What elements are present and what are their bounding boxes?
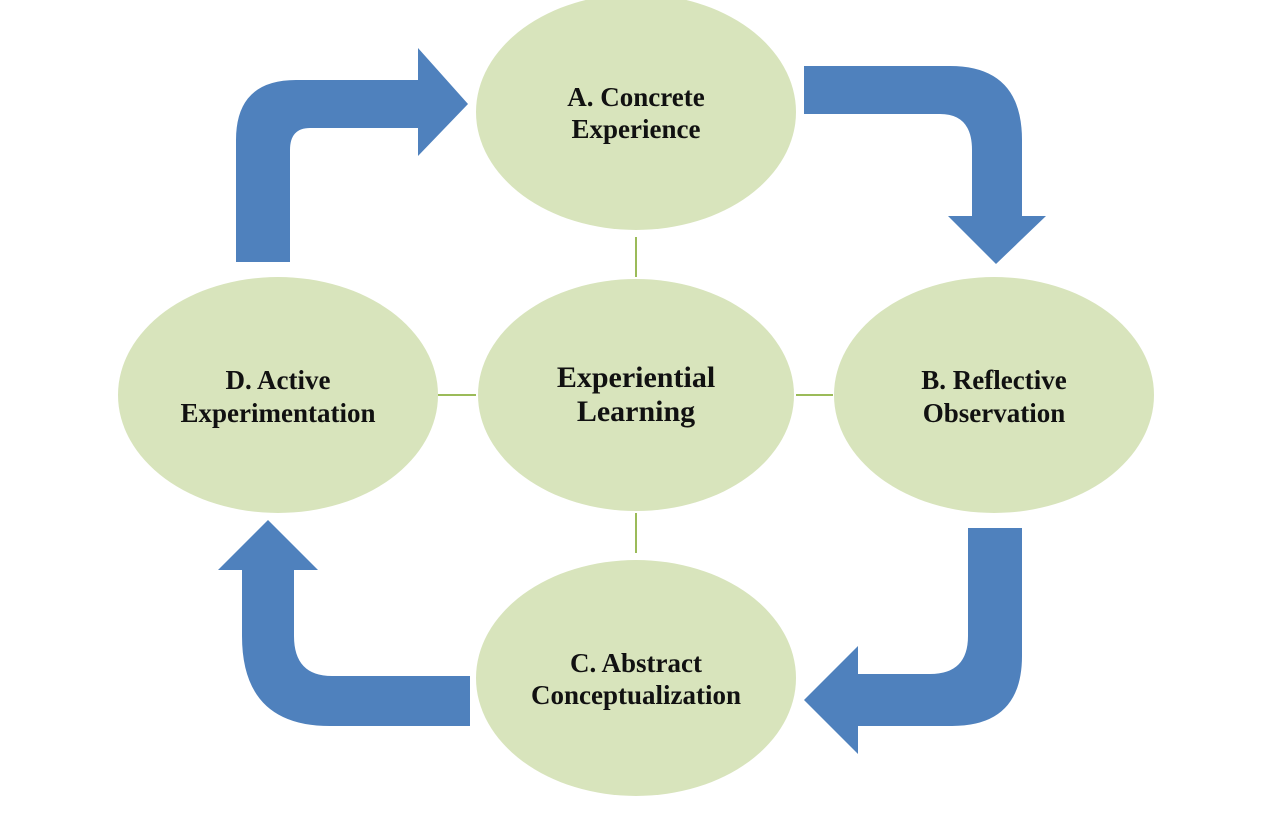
node-label-line: Conceptualization [531,680,741,710]
svg-text:Learning: Learning [577,395,695,428]
arrow-abstract-to-active [218,520,470,726]
node-abstract-conceptualization: C. Abstract Conceptualization [476,560,796,796]
svg-text:C. Abstract: C. Abstract [570,648,702,678]
node-label-line: C. Abstract [570,648,702,678]
arrow-reflective-to-abstract [804,528,1022,754]
arrow-concrete-to-reflective [804,66,1046,264]
svg-text:B. Reflective: B. Reflective [921,365,1066,395]
node-label-line: Observation [923,398,1066,428]
node-label-line: A. Concrete [567,82,704,112]
stage-nodes: A. Concrete Experience B. Reflective Obs… [118,0,1154,796]
center-label-line: Learning [577,395,695,428]
node-reflective-observation: B. Reflective Observation [834,277,1154,513]
arrow-active-to-concrete [236,48,468,262]
node-label-line: Experience [572,114,701,144]
svg-text:D. Active: D. Active [226,365,331,395]
svg-text:Experiential: Experiential [557,361,715,394]
node-concrete-experience: A. Concrete Experience [476,0,796,230]
node-label-line: D. Active [226,365,331,395]
node-experiential-learning-center: Experiential Learning [478,279,794,511]
node-label-line: B. Reflective [921,365,1066,395]
node-label-line: Experimentation [181,398,376,428]
node-active-experimentation: D. Active Experimentation [118,277,438,513]
cycle-arrows [218,48,1046,754]
connector-lines [438,237,833,553]
center-label-line: Experiential [557,361,715,394]
svg-text:Conceptualization: Conceptualization [531,680,741,710]
svg-text:Observation: Observation [923,398,1066,428]
svg-text:Experimentation: Experimentation [181,398,376,428]
svg-text:Experience: Experience [572,114,701,144]
svg-text:A. Concrete: A. Concrete [567,82,704,112]
